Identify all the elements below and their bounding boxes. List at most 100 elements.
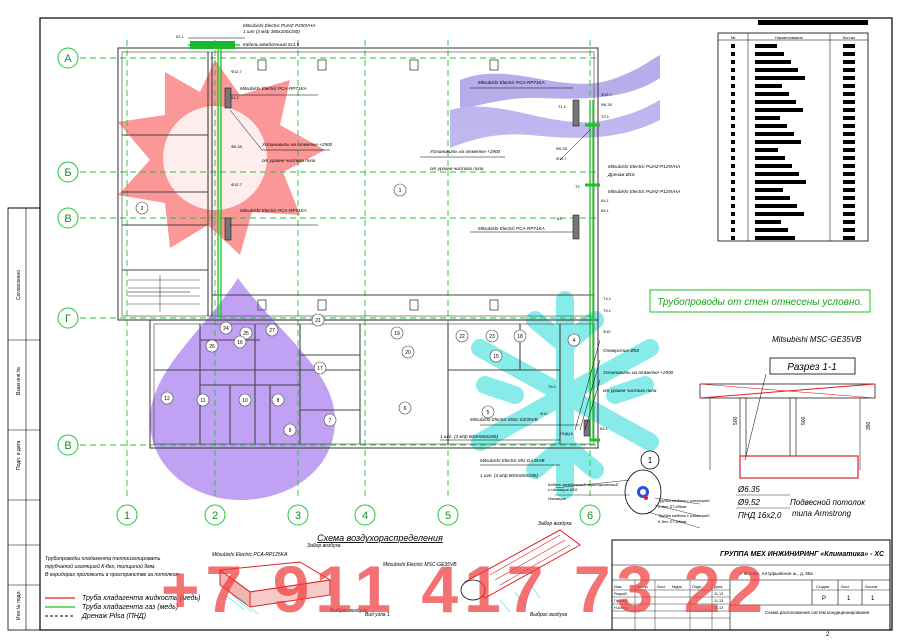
callout: Ф12.7	[556, 156, 568, 161]
label-bottom-outdoor-sub: 1 шт. (3 м/ф 800х550х285)	[480, 473, 538, 478]
legend-drain: Дренаж Pilsa (ПНД)	[81, 613, 146, 620]
room-tag: 17	[313, 361, 327, 375]
room-tag: 21	[311, 313, 325, 327]
indoor-unit	[572, 99, 580, 127]
section-ceiling: Подвесной потолок	[790, 498, 866, 507]
tb-date: 11.13	[714, 592, 723, 596]
left-stamp: Согласовано Взам.инв.№ Подп. и дата Инв.…	[7, 207, 41, 631]
tb-head: Подп.	[692, 585, 702, 589]
detail-label: Кабель межблочный экранированный	[548, 482, 619, 487]
svg-text:9: 9	[289, 428, 292, 434]
tb-head: №док.	[672, 585, 683, 589]
axis-label-4: 4	[362, 510, 368, 522]
label-right-mid: Mitsubishi Electric PUHZ-P125VHA	[608, 164, 680, 169]
detail-label: Трубка медная с изоляцией	[658, 498, 710, 503]
tb-date: 11.13	[714, 606, 723, 610]
room-tag: 24	[219, 321, 233, 335]
axis-label-1: 1	[124, 510, 130, 522]
staircase	[128, 275, 200, 312]
axis-label-v2: В	[64, 440, 71, 452]
watermark-wind-icon	[450, 55, 660, 148]
svg-text:27: 27	[269, 328, 275, 334]
axis-label-3: 3	[295, 510, 301, 522]
section-pipe: Ø6.35	[737, 485, 760, 494]
room-tag: 4	[567, 333, 581, 347]
svg-text:5: 5	[487, 410, 490, 416]
detail-label: K-flex ST Ø6мм	[658, 519, 687, 524]
axis-label-b: Б	[64, 167, 71, 179]
legend-row	[731, 228, 855, 232]
legend-gas: Труба хладагента газ (медь)	[82, 603, 178, 611]
axis-label-2: 2	[212, 510, 218, 522]
tb-sheet: 1	[847, 596, 851, 602]
tb-head: Лист	[657, 585, 666, 589]
section-dim: 350	[866, 421, 872, 430]
label-install-right: Установить на отметке +2900	[430, 149, 501, 154]
legend-row	[731, 188, 855, 192]
room-tag: 10	[238, 393, 252, 407]
general-note: В коридорах проложить в пространстве за …	[45, 572, 180, 578]
wall-in: Забор воздуха	[538, 521, 572, 527]
section-pipe: Ø9.52	[737, 498, 760, 507]
label-hole: Отверстие Ø50	[603, 348, 639, 353]
legend-col-name: Наименование	[775, 35, 804, 40]
wall-label: Mitsubishi Electric MSC-GE35VB	[383, 562, 457, 568]
svg-text:19: 19	[394, 331, 400, 337]
legend-row	[731, 52, 855, 56]
legend-row	[731, 84, 855, 88]
callout: Ф12.7	[231, 182, 243, 187]
callout-labels: К1.1 Ф12.7 К1.2 Ф6.35 Ф12.7 Т1.1 Ф12.7 Ф…	[176, 34, 613, 436]
room-tag: 11	[196, 393, 210, 407]
room-tag: 19	[390, 326, 404, 340]
title-block-text: ГРУППА МЕХ ИНЖИНИРИНГ «Климатика» - ХС г…	[614, 551, 885, 638]
tb-sheet-h: Лист	[841, 585, 850, 589]
room-tag: 27	[265, 323, 279, 337]
room-tag: 12	[160, 391, 174, 405]
legend-table: № Наименование Кол-во	[717, 20, 869, 242]
room-tag: 6	[398, 401, 412, 415]
legend-row	[731, 172, 855, 176]
section-ceiling-2: типа Armstrong	[792, 509, 852, 518]
legend-row	[731, 116, 855, 120]
label-right-upper: Mitsubishi Electric PCA-RP71KA	[478, 80, 545, 85]
svg-text:4: 4	[573, 338, 576, 344]
svg-text:7: 7	[329, 418, 332, 424]
svg-text:22: 22	[459, 334, 465, 340]
svg-text:1: 1	[399, 188, 402, 194]
section-model: Mitsubishi MSC-GE35VB	[772, 335, 862, 344]
callout: Т1.1	[558, 104, 567, 109]
svg-text:12: 12	[164, 396, 170, 402]
room-tag: 2	[135, 201, 149, 215]
tb-role: Провер.	[614, 599, 628, 603]
legend-row	[731, 164, 855, 168]
indoor-unit	[224, 217, 232, 241]
svg-text:23: 23	[489, 334, 495, 340]
legend-row	[731, 236, 855, 240]
section-dim: 500	[733, 416, 739, 425]
legend-row	[731, 100, 855, 104]
label-install-left-2: от уровня чистого пола	[262, 158, 316, 163]
tb-date: 11.13	[714, 599, 723, 603]
stamp-field-sign: Подп. и дата	[16, 440, 22, 470]
legend-row	[731, 180, 855, 184]
callout: Ф6.35	[556, 146, 568, 151]
detail-node: 1 Кабель межблочный экранированный и изо…	[548, 450, 710, 529]
room-tag: 7	[323, 413, 337, 427]
detail-label: и изоляция Ø16	[548, 487, 578, 492]
room-tag: 23	[485, 329, 499, 343]
label-install-left: Установить на отметке +2900	[262, 142, 333, 147]
watermark-snowflake-icon	[471, 291, 659, 499]
svg-text:26: 26	[209, 344, 215, 350]
legend-row	[731, 44, 855, 48]
room-tag: 20	[401, 345, 415, 359]
svg-text:2: 2	[141, 206, 144, 212]
section-indoor-unit	[739, 455, 859, 479]
leader-lines	[229, 87, 601, 466]
grid-bubbles	[57, 47, 601, 526]
general-note: Трубопроводы хладагента теплоизолировать	[45, 556, 161, 562]
svg-text:21: 21	[315, 318, 321, 324]
callout: К1.2	[231, 95, 240, 100]
svg-text:20: 20	[405, 350, 411, 356]
scheme-area: Схема воздухораспределения Трубопроводы …	[45, 521, 581, 620]
legend-row	[731, 156, 855, 160]
